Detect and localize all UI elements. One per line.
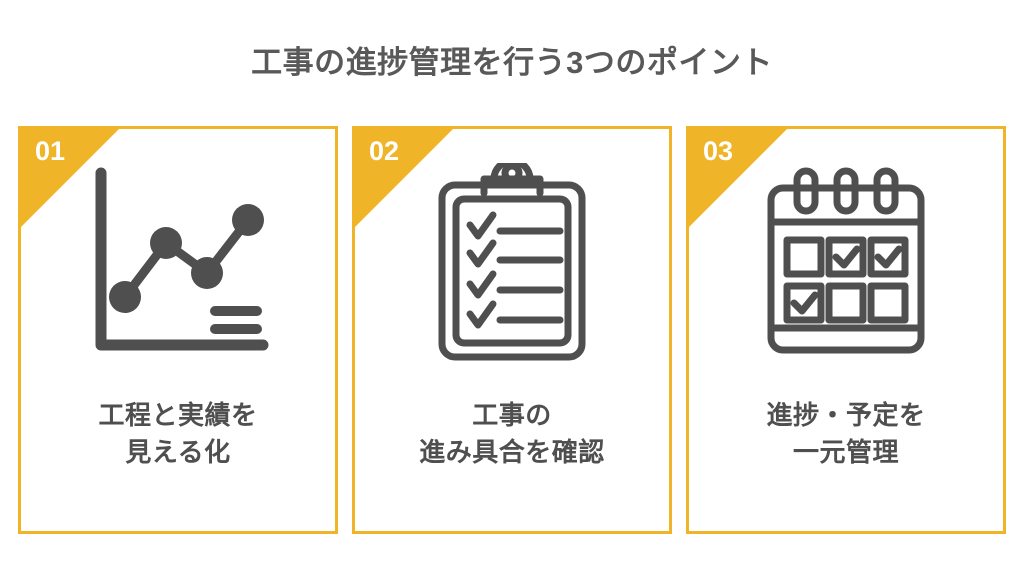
- card-02[interactable]: 02: [352, 126, 672, 534]
- card-caption-01-line1: 工程と実績を: [98, 400, 258, 430]
- card-caption-03: 進捗・予定を 一元管理: [689, 397, 1003, 471]
- card-03[interactable]: 03: [686, 126, 1006, 534]
- calendar-check-icon: [689, 129, 1003, 397]
- page-title: 工事の進捗管理を行う3つのポイント: [251, 45, 773, 80]
- card-caption-02-line1: 工事の: [472, 400, 552, 430]
- card-caption-02: 工事の 進み具合を確認: [355, 397, 669, 471]
- card-caption-01-line2: 見える化: [125, 436, 231, 467]
- card-01[interactable]: 01: [18, 126, 338, 534]
- line-chart-icon: [21, 129, 335, 397]
- card-list: 01: [18, 126, 1006, 534]
- card-caption-02-line2: 進み具合を確認: [419, 436, 605, 467]
- card-number-02: 02: [369, 136, 400, 166]
- card-number-03: 03: [703, 136, 734, 166]
- card-caption-03-line1: 進捗・予定を: [766, 400, 926, 430]
- card-number-01: 01: [35, 136, 66, 166]
- card-caption-03-line2: 一元管理: [792, 436, 899, 467]
- clipboard-checklist-icon: [355, 129, 669, 397]
- card-caption-01: 工程と実績を 見える化: [21, 397, 335, 471]
